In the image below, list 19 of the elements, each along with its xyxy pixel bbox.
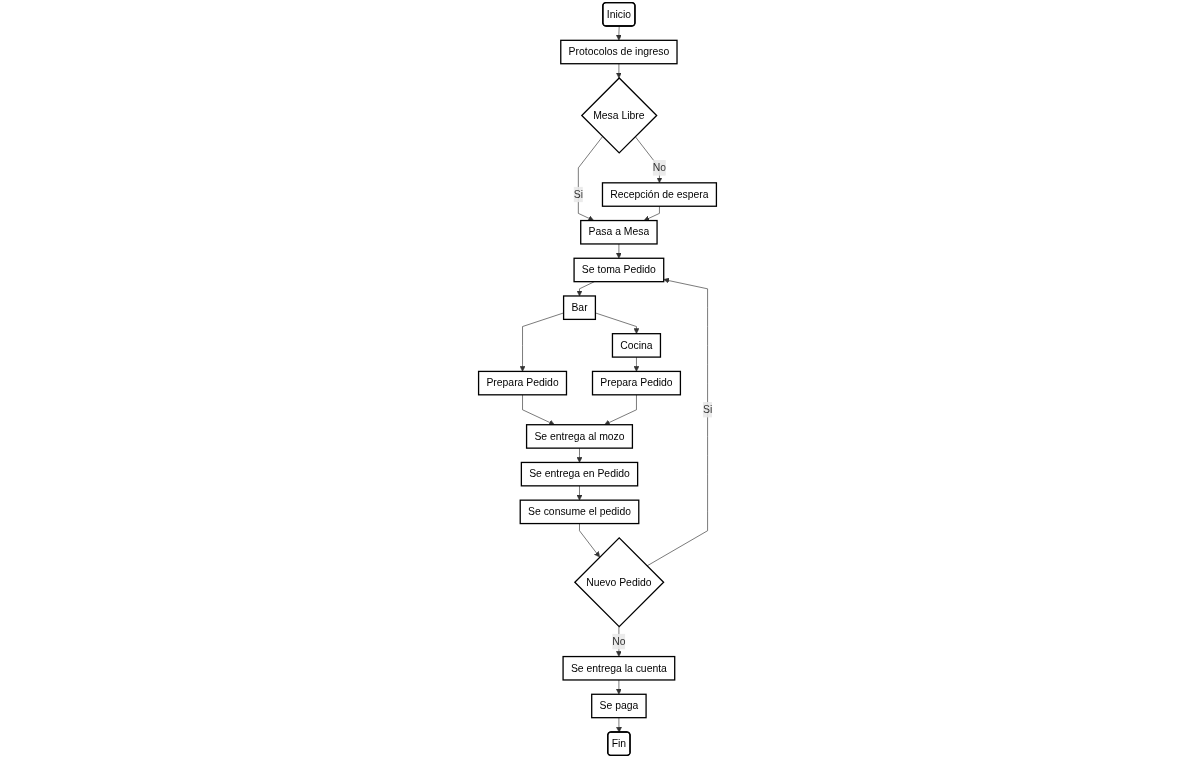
node-box: Cocina — [611, 333, 662, 358]
node-box: Prepara Pedido — [591, 370, 682, 396]
edge-label: Si — [573, 188, 583, 200]
node-box: Recepción de espera — [601, 182, 718, 207]
node-diamond: Mesa Libre — [580, 77, 658, 154]
node-box: Se toma Pedido — [573, 257, 665, 283]
node-box: Bar — [562, 295, 597, 321]
node-box: Prepara Pedido — [477, 370, 568, 396]
node-box: Protocolos de ingreso — [560, 39, 678, 65]
node-box: Se paga — [591, 693, 647, 719]
node-box: Se consume el pedido — [519, 499, 640, 525]
edge-label: No — [612, 635, 626, 647]
edge-label: No — [652, 162, 667, 174]
node-box: Se entrega en Pedido — [520, 461, 639, 487]
node-box: Pasa a Mesa — [580, 219, 658, 245]
edge-label: Si — [702, 403, 713, 415]
node-box: Se entrega al mozo — [525, 424, 634, 449]
node-box: Se entrega la cuenta — [562, 655, 676, 681]
node-diamond: Nuevo Pedido — [573, 536, 665, 628]
